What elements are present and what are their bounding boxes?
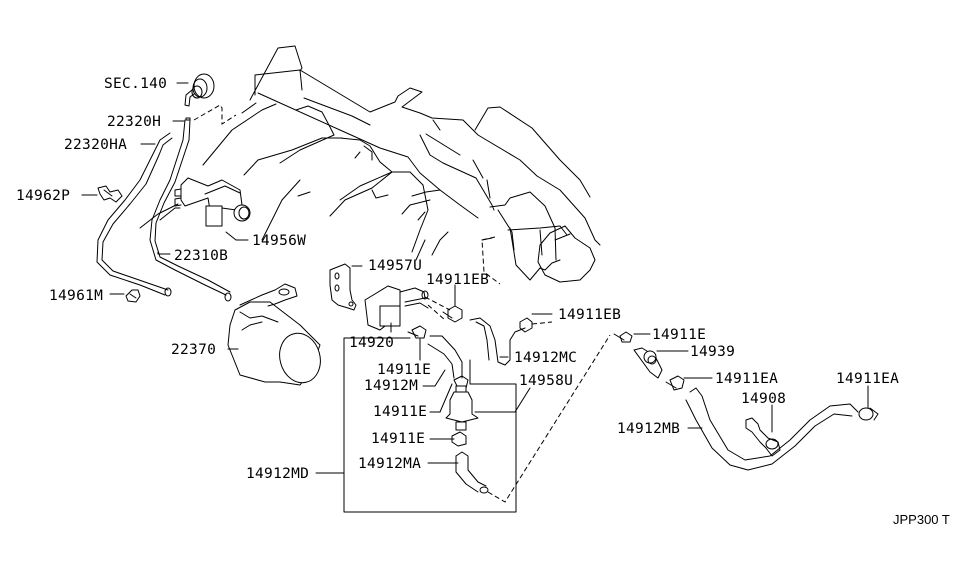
diagram-reference-code: JPP300 T [893, 512, 950, 527]
label-sec140[interactable]: SEC.140 [104, 76, 167, 92]
sec140-part-drawing [149, 73, 237, 302]
label-14911e-3[interactable]: 14911E [371, 431, 425, 447]
label-14911e-1[interactable]: 14911E [377, 362, 431, 378]
label-14961m[interactable]: 14961M [49, 288, 103, 304]
clip-14962p-drawing [97, 185, 123, 203]
canister-22370-drawing [227, 283, 321, 386]
label-14912mc[interactable]: 14912MC [514, 350, 577, 366]
label-14962p[interactable]: 14962P [16, 188, 70, 204]
label-14956w[interactable]: 14956W [252, 233, 306, 249]
label-14912ma[interactable]: 14912MA [358, 456, 421, 472]
label-14912m[interactable]: 14912M [364, 378, 418, 394]
label-14939[interactable]: 14939 [690, 344, 735, 360]
label-14957u[interactable]: 14957U [368, 258, 422, 274]
label-22320ha[interactable]: 22320HA [64, 137, 127, 153]
label-22310b[interactable]: 22310B [174, 248, 228, 264]
intake-manifold-drawing [202, 45, 601, 285]
solenoid-14956w-drawing [139, 177, 251, 229]
center-hoses-drawing [407, 305, 611, 503]
label-14912md[interactable]: 14912MD [246, 466, 309, 482]
label-14920[interactable]: 14920 [349, 335, 394, 351]
valve-14920-drawing [364, 285, 451, 331]
label-14911eb-1[interactable]: 14911EB [426, 272, 489, 288]
label-14911e-2[interactable]: 14911E [373, 404, 427, 420]
part-labels: SEC.140 22320H 22320HA 14962P 14956W 223… [16, 76, 899, 482]
clip-14961m-drawing [125, 289, 141, 303]
label-14911eb-2[interactable]: 14911EB [558, 307, 621, 323]
label-14911ea-2[interactable]: 14911EA [836, 371, 899, 387]
hose-22320ha-drawing [96, 132, 173, 297]
label-14908[interactable]: 14908 [741, 391, 786, 407]
right-hoses-drawing [613, 331, 879, 471]
kit-14912md-bracket [343, 337, 517, 513]
label-14958u[interactable]: 14958U [519, 373, 573, 389]
label-22370[interactable]: 22370 [171, 342, 216, 358]
label-14911ea-1[interactable]: 14911EA [715, 371, 778, 387]
label-22320h[interactable]: 22320H [107, 114, 161, 130]
label-14911e-4[interactable]: 14911E [652, 327, 706, 343]
leader-lines [81, 82, 869, 474]
bracket-14957u-drawing [329, 263, 357, 311]
label-14912mb[interactable]: 14912MB [617, 421, 680, 437]
